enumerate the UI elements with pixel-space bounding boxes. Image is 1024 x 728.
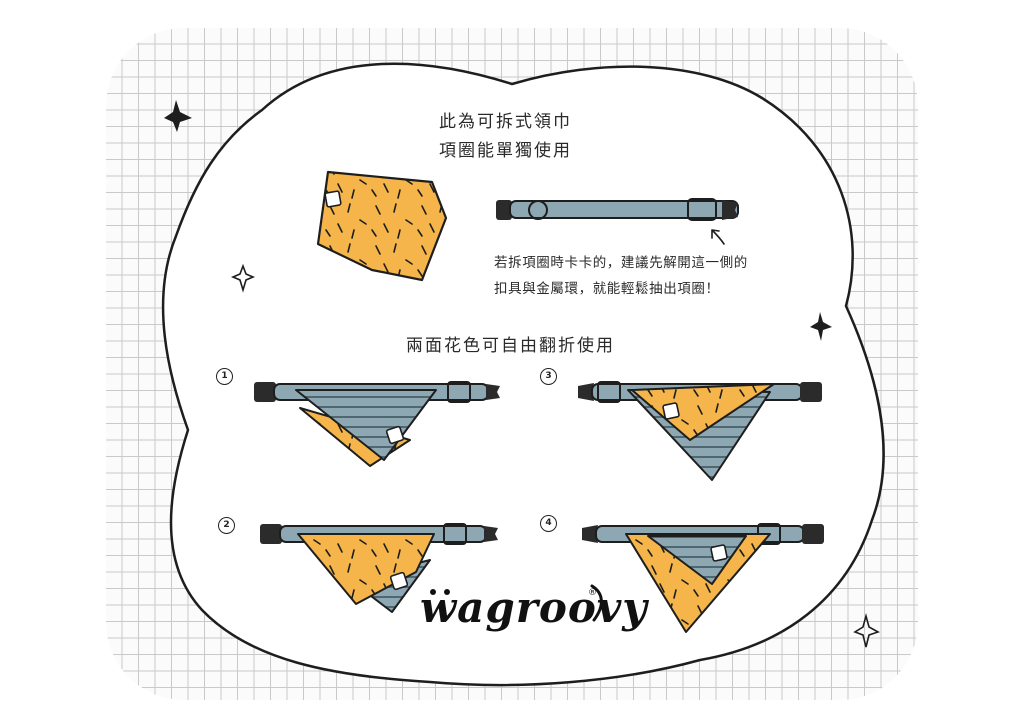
heading-detachable-line1: 此為可拆式領巾 <box>439 112 572 132</box>
step-2-badge: 2 <box>218 517 235 534</box>
brand-eyes-icon <box>430 589 450 595</box>
arrow-icon <box>711 229 725 245</box>
step-1-illustration <box>254 381 500 467</box>
sparkle-icon <box>810 312 832 341</box>
sparkle-icon <box>853 612 880 648</box>
brand-logo: wagroovy <box>420 583 648 632</box>
step-1-badge: 1 <box>216 368 233 385</box>
collar-standalone <box>496 198 739 221</box>
step-4-badge: 4 <box>540 515 557 532</box>
note-line2: 扣具與金屬環，就能輕鬆抽出項圈！ <box>494 281 720 297</box>
bandana-standalone <box>316 170 448 282</box>
heading-detachable-line2: 項圈能單獨使用 <box>439 141 572 161</box>
brand-tail-icon <box>590 584 603 622</box>
step-3-badge: 3 <box>540 368 557 385</box>
step-2-illustration <box>260 523 498 613</box>
step-4-illustration <box>582 523 824 633</box>
sparkle-icon <box>230 263 256 293</box>
sparkle-icon <box>164 100 192 132</box>
heading-reversible: 兩面花色可自由翻折使用 <box>406 336 615 356</box>
registered-mark: ® <box>588 588 597 598</box>
step-3-illustration <box>578 381 822 481</box>
note-line1: 若拆項圈時卡卡的，建議先解開這一側的 <box>494 255 748 271</box>
